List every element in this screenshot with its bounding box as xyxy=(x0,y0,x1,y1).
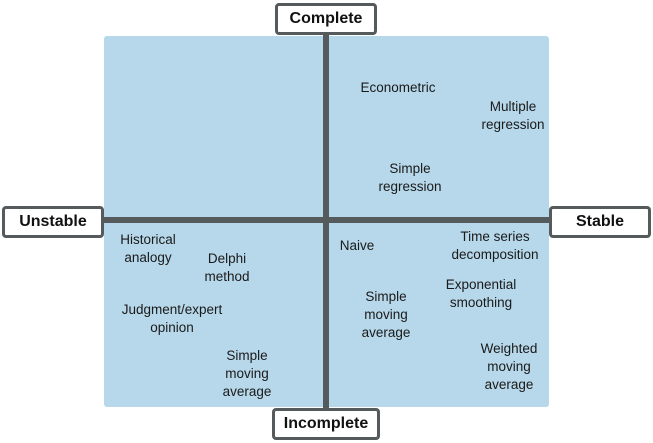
method-historical-analogy: Historical analogy xyxy=(120,232,176,265)
method-weighted-moving-average: Weighted moving average xyxy=(480,341,538,392)
axis-label-stable: Stable xyxy=(549,206,651,238)
method-delphi: Delphi method xyxy=(204,251,250,284)
method-judgment-expert-opinion: Judgment/expert opinion xyxy=(121,302,223,335)
method-time-series-decomposition: Time series decomposition xyxy=(451,229,539,262)
vertical-axis xyxy=(323,24,329,422)
axis-label-complete: Complete xyxy=(275,3,377,35)
method-naive: Naive xyxy=(339,238,375,253)
horizontal-axis xyxy=(85,217,564,223)
method-econometric: Econometric xyxy=(360,80,436,95)
method-simple-moving-average-right: Simple moving average xyxy=(361,289,411,340)
axis-label-incomplete: Incomplete xyxy=(272,408,380,440)
method-exponential-smoothing: Exponential smoothing xyxy=(445,277,517,310)
method-simple-regression: Simple regression xyxy=(378,161,442,194)
method-simple-moving-average-left: Simple moving average xyxy=(222,348,272,399)
axis-label-unstable: Unstable xyxy=(2,206,104,238)
method-multiple-regression: Multiple regression xyxy=(481,99,545,132)
